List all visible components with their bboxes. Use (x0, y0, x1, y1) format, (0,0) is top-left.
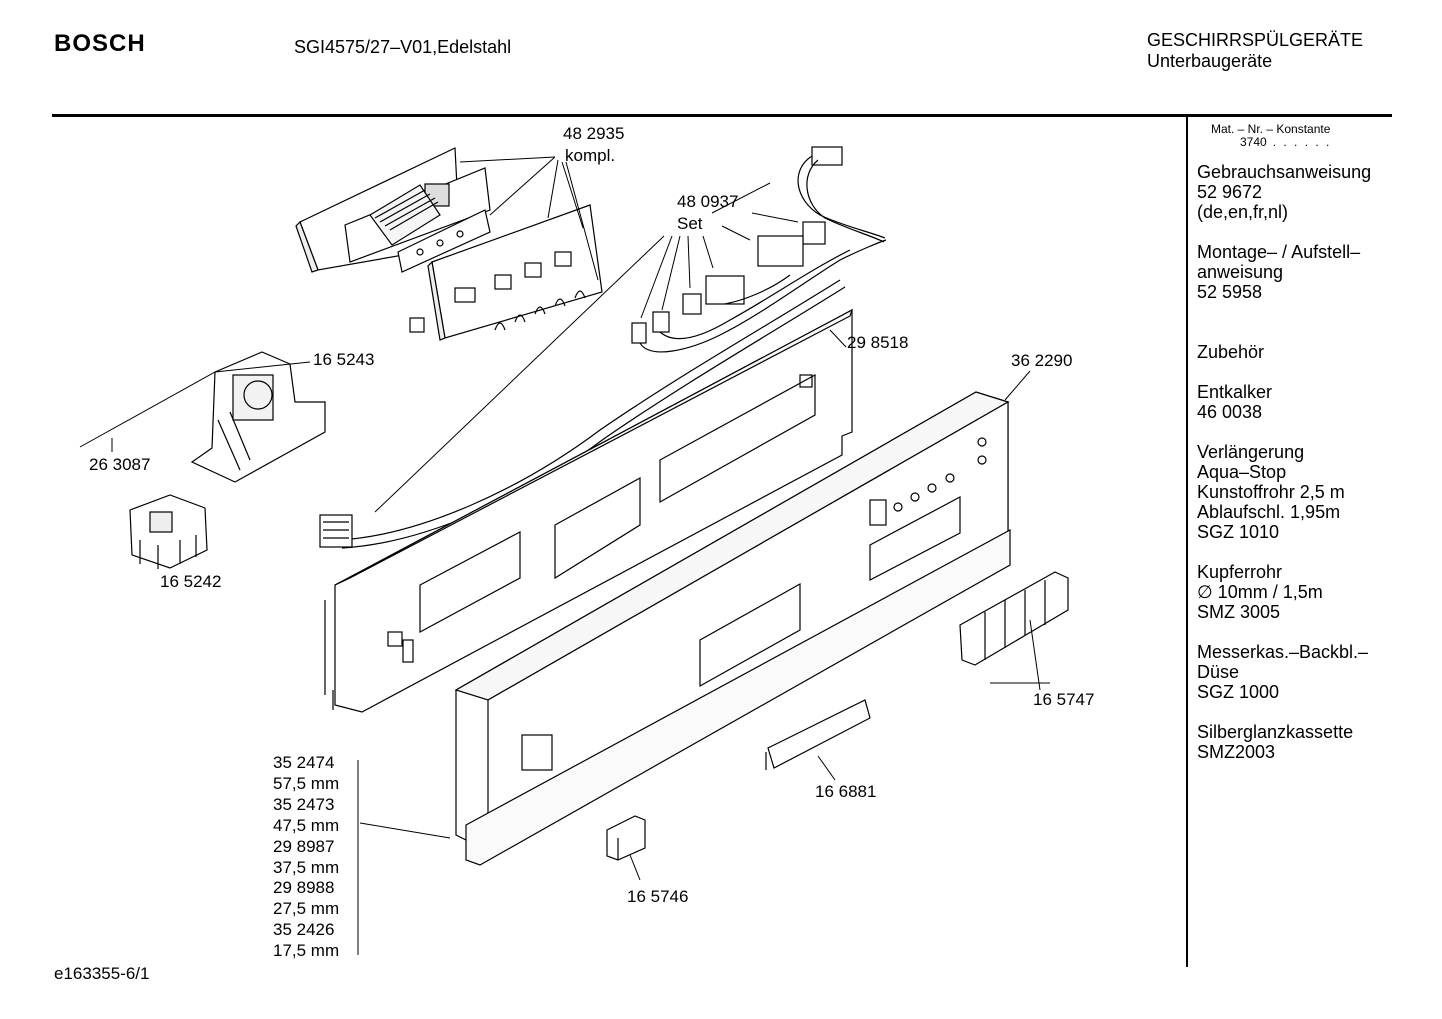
leader-lines (79, 156, 1050, 955)
cable-harness-drawing (319, 146, 887, 549)
sidebar-line: Entkalker (1197, 382, 1273, 402)
sidebar-line: Düse (1197, 662, 1240, 682)
mat-code-dots: . . . . . . (1272, 135, 1332, 149)
sidebar-line: Zubehör (1197, 342, 1265, 362)
sidebar-group-descaler: Entkalker 46 0038 (1197, 382, 1387, 422)
sidebar-line: SMZ2003 (1197, 742, 1276, 762)
part-label-16-5243: 16 5243 (313, 350, 375, 369)
part-label-16-5747: 16 5747 (1033, 690, 1095, 709)
document-code: e163355-6/1 (54, 964, 150, 983)
switch-16-5243-drawing (190, 351, 326, 483)
part-label-26-3087: 26 3087 (89, 455, 151, 474)
sidebar-line: Ablaufschl. 1,95m (1197, 502, 1341, 522)
mat-code-value: 3740 (1240, 135, 1267, 149)
measurement-item: 29 8987 (273, 836, 335, 856)
mat-number-code: 3740 . . . . . . (1240, 136, 1387, 149)
sidebar-line: 46 0038 (1197, 402, 1263, 422)
category-title: GESCHIRRSPÜLGERÄTE (1147, 30, 1364, 50)
sidebar-line: Gebrauchsanweisung (1197, 162, 1372, 182)
measurement-item: 17,5 mm (273, 941, 340, 961)
part-label-48-0937: 48 0937 (677, 192, 739, 211)
sidebar-line: Silberglanzkassette (1197, 722, 1354, 742)
sidebar-group-installation: Montage– / Aufstell– anweisung 52 5958 (1197, 242, 1387, 302)
part-label-16-6881: 16 6881 (815, 782, 877, 801)
part-label-16-5746: 16 5746 (627, 887, 689, 906)
frame-29-8518-drawing (324, 308, 854, 713)
sidebar-group-nozzle: Messerkas.–Backbl.– Düse SGZ 1000 (1197, 642, 1387, 702)
control-board-drawing (295, 147, 603, 341)
part-note-kompl: kompl. (565, 146, 616, 165)
part-label-16-5242: 16 5242 (160, 572, 222, 591)
sidebar-line: Kunstoffrohr 2,5 m (1197, 482, 1345, 502)
sidebar-line: 52 9672 (1197, 182, 1263, 202)
sidebar-line: 52 5958 (1197, 282, 1263, 302)
sidebar-line: SGZ 1010 (1197, 522, 1280, 542)
sidebar-group-manual: Gebrauchsanweisung 52 9672 (de,en,fr,nl) (1197, 162, 1387, 222)
sidebar-line: ∅ 10mm / 1,5m (1197, 582, 1323, 602)
sidebar-line: SMZ 3005 (1197, 602, 1281, 622)
model-title: SGI4575/27–V01,Edelstahl (294, 37, 512, 57)
measurement-item: 35 2474 (273, 753, 335, 772)
exploded-parts-diagram (79, 146, 1069, 955)
sidebar-line: Messerkas.–Backbl.– (1197, 642, 1369, 662)
sidebar-line: Aqua–Stop (1197, 462, 1287, 482)
measurement-list: 35 2474 57,5 mm 35 2473 47,5 mm 29 8987 … (273, 753, 339, 962)
strip-16-6881-drawing (765, 699, 871, 770)
cap-16-5746-drawing (606, 815, 646, 861)
sidebar-group-copper-pipe: Kupferrohr ∅ 10mm / 1,5m SMZ 3005 (1197, 562, 1387, 622)
panel-36-2290-drawing (454, 391, 1011, 866)
part-label-29-8518: 29 8518 (847, 333, 909, 352)
part-label-36-2290: 36 2290 (1011, 351, 1073, 370)
measurement-item: 37,5 mm (273, 857, 340, 877)
sidebar-line: Kupferrohr (1197, 562, 1283, 582)
sidebar-line: (de,en,fr,nl) (1197, 202, 1289, 222)
header-rule (52, 114, 1392, 117)
sidebar-line: Verlängerung (1197, 442, 1305, 462)
buttons-16-5747-drawing (959, 571, 1069, 666)
mat-number-header: Mat. – Nr. – Konstante (1211, 122, 1331, 136)
part-label-48-2935: 48 2935 (563, 124, 625, 143)
brand-logo: BOSCH (54, 30, 146, 57)
switch-16-5242-drawing (129, 494, 208, 569)
sidebar-group-accessories: Zubehör (1197, 342, 1387, 362)
measurement-item: 29 8988 (273, 878, 335, 898)
measurement-item: 35 2473 (273, 794, 335, 814)
part-note-set: Set (677, 214, 703, 233)
sidebar-group-cassette: Silberglanzkassette SMZ2003 (1197, 722, 1387, 762)
category-subtitle: Unterbaugeräte (1147, 51, 1273, 71)
sidebar-line: anweisung (1197, 262, 1284, 282)
sidebar-line: Montage– / Aufstell– (1197, 242, 1361, 262)
sidebar-divider (1186, 116, 1188, 967)
accessories-sidebar: Mat. – Nr. – Konstante 3740 . . . . . . G… (1197, 122, 1387, 762)
measurement-item: 35 2426 (273, 920, 335, 940)
sidebar-line: SGZ 1000 (1197, 682, 1280, 702)
measurement-item: 47,5 mm (273, 815, 340, 835)
sidebar-group-extension: Verlängerung Aqua–Stop Kunstoffrohr 2,5 … (1197, 442, 1387, 542)
measurement-item: 27,5 mm (273, 899, 340, 919)
measurement-item: 57,5 mm (273, 773, 340, 793)
